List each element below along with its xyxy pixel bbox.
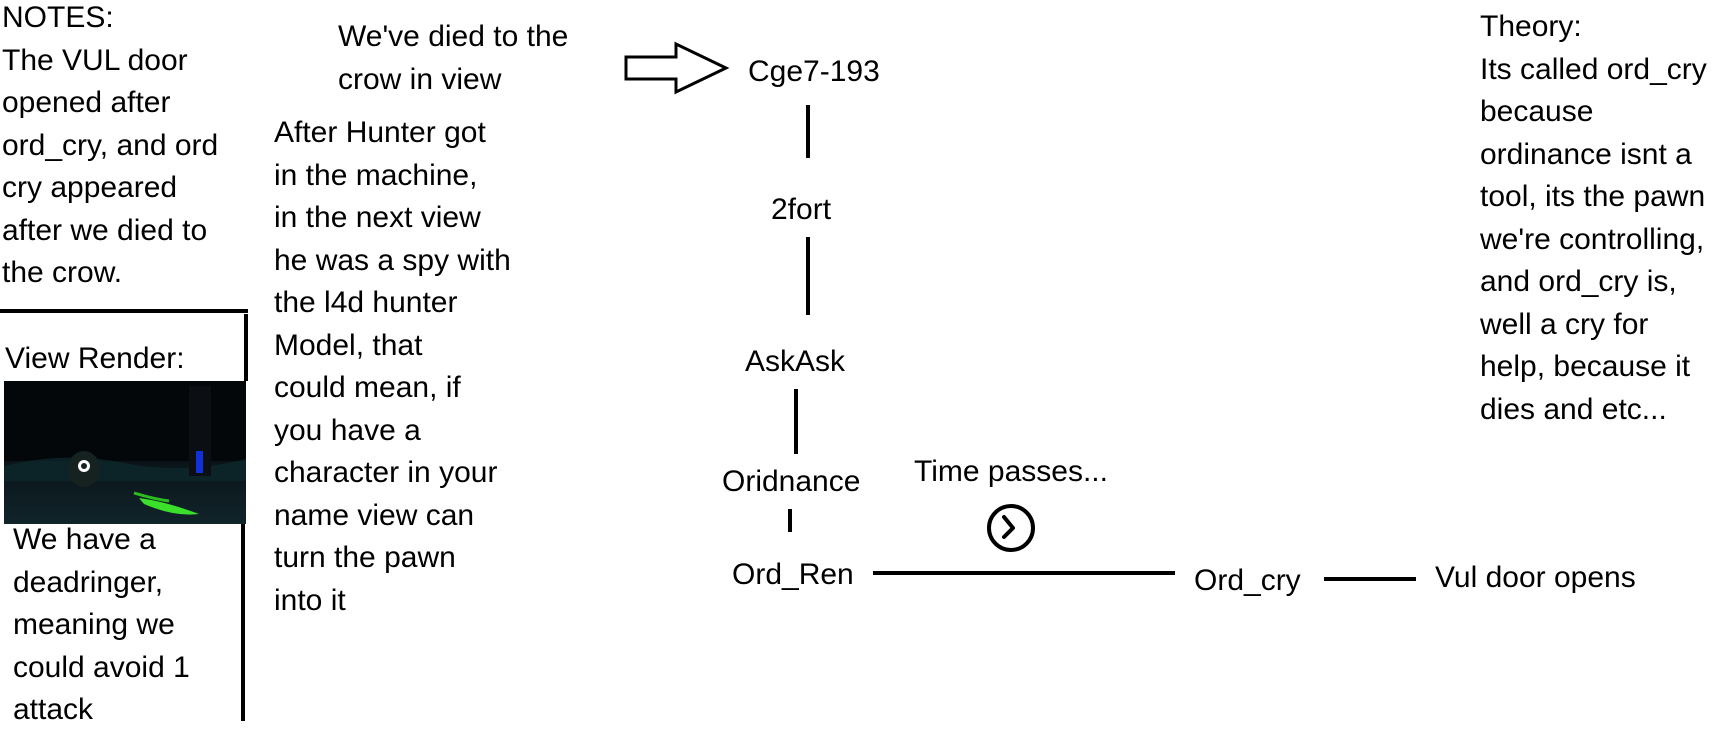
node-oridnance: Oridnance (722, 465, 861, 498)
view-render-caption: We have a deadringer, meaning we could a… (13, 523, 190, 726)
node-ord-cry: Ord_cry (1194, 564, 1301, 597)
theory-text: Theory: Its called ord_cry because ordin… (1480, 10, 1707, 426)
node-2fort: 2fort (771, 193, 832, 226)
clock-icon (987, 504, 1035, 552)
view-render-image (4, 381, 246, 524)
node-cge7-193: Cge7-193 (748, 55, 880, 88)
node-askask: AskAsk (745, 345, 846, 378)
time-passes-label: Time passes... (914, 455, 1108, 488)
hollow-right-arrow-icon (624, 41, 730, 95)
hunter-note: After Hunter got in the machine, in the … (274, 116, 511, 617)
render-scene-illustration (4, 381, 246, 524)
node-vul-door-opens: Vul door opens (1435, 561, 1636, 594)
node-ord-ren: Ord_Ren (732, 558, 854, 591)
died-note: We've died to the crow in view (338, 20, 569, 96)
view-render-label: View Render: (5, 342, 185, 375)
notes-text: NOTES: The VUL door opened after ord_cry… (2, 1, 219, 289)
